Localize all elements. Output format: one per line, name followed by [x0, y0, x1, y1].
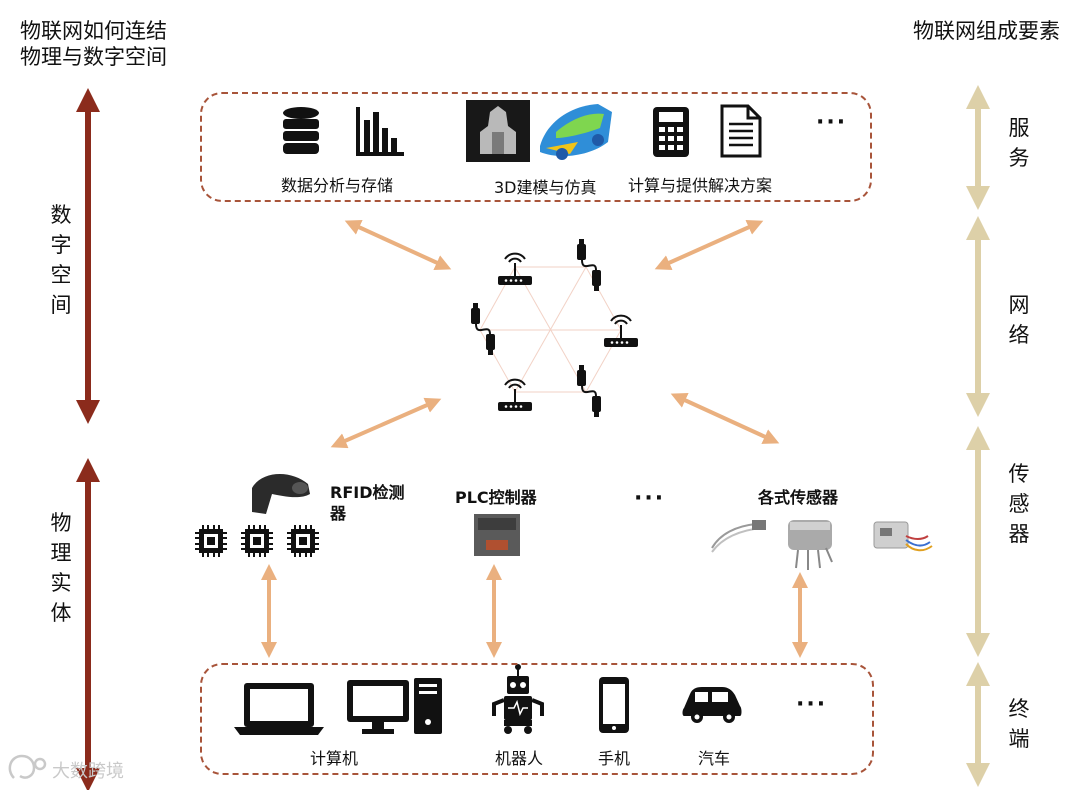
router-icon — [497, 252, 533, 286]
desktop-computer-icon — [347, 678, 442, 734]
cable-icon — [576, 238, 602, 292]
computer-caption: 计算机 — [310, 749, 359, 768]
digital-space-label: 数 字 空 间 — [46, 200, 76, 320]
sensor-label: 传 感 器 — [1004, 459, 1034, 549]
watermark-text: 大数跨境 — [52, 761, 124, 782]
temperature-probe-image — [711, 520, 766, 553]
sensor-more-ellipsis: ··· — [634, 486, 666, 511]
terminal-char: 端 — [1008, 727, 1030, 751]
network-char: 络 — [1008, 323, 1030, 347]
data-analysis-caption: 数据分析与存储 — [281, 176, 394, 195]
link-arrow-sensor-right — [670, 393, 780, 444]
physical-entity-char: 实 — [50, 571, 72, 595]
physical-entity-char: 理 — [50, 541, 72, 565]
service-group-box — [200, 92, 872, 202]
network-char: 网 — [1008, 293, 1030, 317]
service-char: 务 — [1008, 146, 1030, 170]
laptop-icon — [234, 683, 324, 735]
robot-icon — [492, 664, 544, 734]
sensor-char: 传 — [1008, 462, 1030, 486]
digital-space-char: 字 — [50, 233, 72, 257]
3d-model-photo — [466, 100, 530, 162]
network-label: 网 络 — [1004, 290, 1034, 350]
3d-modeling-caption: 3D建模与仿真 — [494, 178, 597, 197]
plc-controller-image — [474, 514, 520, 556]
router-icon — [497, 378, 533, 412]
rfid-caption: RFID检测 器 — [330, 482, 405, 524]
smartphone-icon — [599, 677, 629, 733]
link-arrow-service-right — [654, 219, 764, 271]
gas-sensor-image — [788, 520, 833, 570]
physical-entity-char: 物 — [50, 511, 72, 535]
service-label: 服 务 — [1004, 113, 1034, 173]
rfid-caption-line2: 器 — [330, 504, 347, 523]
terminal-group-box — [200, 663, 874, 775]
car-caption: 汽车 — [698, 749, 731, 768]
left-title-line2: 物理与数字空间 — [20, 45, 167, 69]
sensor-char: 器 — [1008, 522, 1030, 546]
left-title-line1: 物联网如何连结 — [20, 19, 167, 43]
left-title: 物联网如何连结 物理与数字空间 — [20, 18, 167, 70]
plc-caption: PLC控制器 — [455, 488, 537, 507]
various-sensors-caption: 各式传感器 — [758, 488, 839, 507]
bar-chart-icon — [356, 107, 404, 156]
car-simulation-image — [540, 104, 612, 160]
watermark-logo-icon — [8, 754, 47, 779]
sensor-module-image — [873, 521, 933, 552]
terminal-more-ellipsis: ··· — [796, 692, 828, 717]
right-title: 物联网组成要素 — [913, 19, 1060, 43]
sensor-char: 感 — [1008, 492, 1030, 516]
link-arrow-service-left — [344, 220, 452, 270]
robot-caption: 机器人 — [495, 749, 544, 768]
car-icon — [682, 687, 742, 723]
digital-space-char: 数 — [50, 203, 72, 227]
chip-icon — [286, 524, 320, 558]
barcode-scanner-icon — [252, 473, 310, 514]
cable-icon — [470, 302, 496, 356]
rfid-caption-line1: RFID检测 — [330, 483, 405, 502]
document-icon — [720, 104, 762, 158]
physical-entity-label: 物 理 实 体 — [46, 508, 76, 628]
service-more-ellipsis: ··· — [816, 110, 848, 135]
router-icon — [603, 314, 639, 348]
terminal-char: 终 — [1008, 697, 1030, 721]
calculator-icon — [653, 107, 689, 157]
chip-icon — [240, 524, 274, 558]
digital-space-char: 间 — [50, 293, 72, 317]
phone-caption: 手机 — [598, 749, 631, 768]
link-arrow-sensor-left — [330, 397, 442, 449]
terminal-label: 终 端 — [1004, 694, 1034, 754]
service-char: 服 — [1008, 116, 1030, 140]
database-icon — [283, 107, 319, 154]
compute-solution-caption: 计算与提供解决方案 — [628, 176, 773, 195]
digital-space-char: 空 — [50, 263, 72, 287]
chip-icon — [194, 524, 228, 558]
physical-entity-char: 体 — [50, 601, 72, 625]
